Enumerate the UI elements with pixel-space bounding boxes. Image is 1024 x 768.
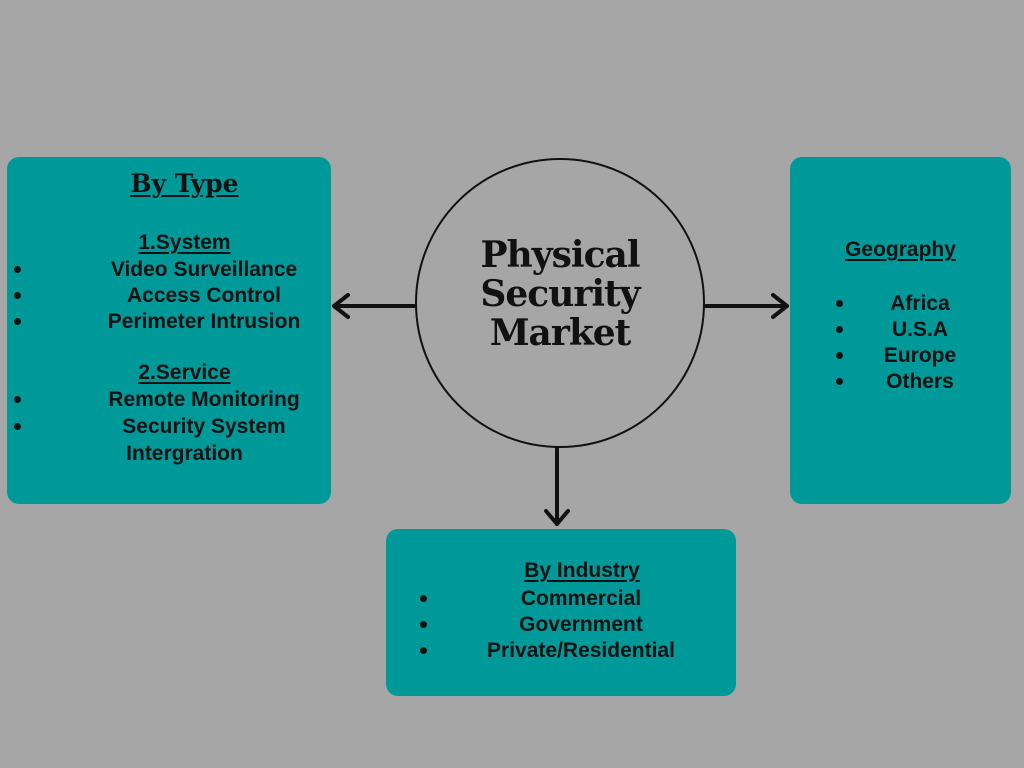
system-heading: 1.System [138, 231, 231, 254]
list-item: Remote Monitoring [108, 388, 300, 411]
by-type-heading: By Type [130, 169, 239, 198]
list-item: Security System [122, 415, 286, 438]
list-item: Access Control [126, 284, 282, 307]
center-title-line: Physical [480, 234, 640, 276]
bullet-icon [836, 352, 843, 359]
list-item: Private/Residential [487, 639, 675, 662]
bullet-icon [14, 423, 21, 430]
geography-box: Geography Africa U.S.A Europe Others [790, 157, 1011, 504]
bullet-icon [420, 647, 427, 654]
by-industry-box: By Industry Commercial Government Privat… [386, 529, 736, 696]
list-item: Commercial [520, 587, 642, 610]
list-item: Video Surveillance [110, 258, 298, 281]
arrow-to-by-industry [544, 447, 570, 526]
center-title-line: Security [480, 273, 640, 315]
list-item: Others [886, 370, 954, 393]
by-type-box: By Type 1.System Video Surveillance Acce… [7, 157, 331, 504]
list-item: Government [519, 613, 643, 636]
bullet-icon [14, 318, 21, 325]
bullet-icon [420, 621, 427, 628]
bullet-icon [420, 595, 427, 602]
service-heading: 2.Service [138, 361, 231, 384]
list-item-continuation: Intergration [126, 442, 243, 465]
bullet-icon [836, 300, 843, 307]
by-industry-heading: By Industry [524, 559, 640, 582]
center-title: Physical Security Market [415, 236, 705, 353]
list-item: Perimeter Intrusion [107, 310, 301, 333]
bullet-icon [836, 326, 843, 333]
bullet-icon [14, 396, 21, 403]
geography-heading: Geography [845, 238, 956, 261]
list-item: U.S.A [891, 318, 948, 341]
arrow-to-by-type [332, 293, 416, 319]
list-item: Africa [890, 292, 950, 315]
center-circle [415, 158, 705, 448]
arrow-to-geography [704, 293, 789, 319]
bullet-icon [836, 378, 843, 385]
list-item: Europe [883, 344, 957, 367]
bullet-icon [14, 266, 21, 273]
bullet-icon [14, 292, 21, 299]
center-title-line: Market [489, 312, 632, 354]
